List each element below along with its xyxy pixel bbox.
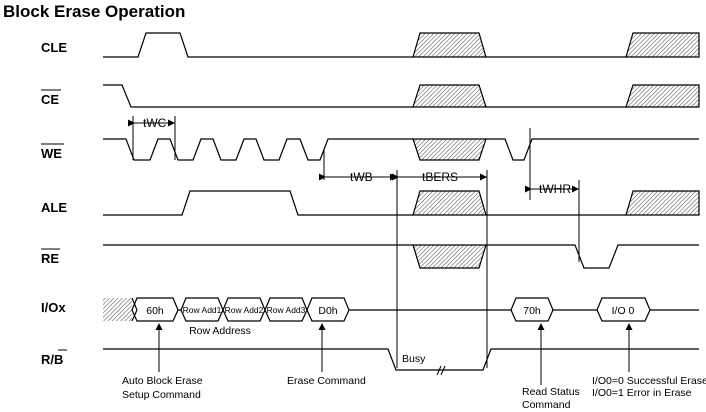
signal-label-cle: CLE xyxy=(41,40,67,55)
signal-label-re: RE xyxy=(41,251,59,266)
io-row-add1-label: Row Add1 xyxy=(183,305,222,315)
io-60h-label: 60h xyxy=(146,305,164,317)
io-cell-60h xyxy=(131,297,179,322)
setup-note-2: Setup Command xyxy=(122,389,201,401)
io-cell-70h xyxy=(510,297,554,322)
io-d0h-label: D0h xyxy=(318,305,337,317)
rb-waveform xyxy=(103,348,699,371)
ale-hatch-1 xyxy=(412,190,487,216)
ale-hatch-2 xyxy=(625,190,700,216)
tbers-label: tBERS xyxy=(422,170,458,184)
re-hatch xyxy=(412,244,487,269)
ale-waveform xyxy=(103,190,626,216)
cle-hatch-2 xyxy=(625,32,700,58)
erase-note: Erase Command xyxy=(287,375,366,387)
rb-break-1 xyxy=(436,365,442,376)
io-io0-label: I/O 0 xyxy=(612,305,635,317)
ce-hatch-1 xyxy=(412,84,487,108)
io-cell-io0 xyxy=(596,297,651,322)
twhr-label: tWHR xyxy=(539,182,571,196)
diagram-title: Block Erase Operation xyxy=(3,2,185,21)
status-note-1: Read Status xyxy=(522,386,580,398)
ce-hatch-2 xyxy=(625,84,700,108)
signal-label-ce: CE xyxy=(41,92,59,107)
setup-note-1: Auto Block Erase xyxy=(122,375,203,387)
twc-label: tWC xyxy=(143,116,167,130)
row-address-label: Row Address xyxy=(189,325,251,337)
io-hatch-start xyxy=(103,298,132,321)
rb-break-2 xyxy=(440,365,446,376)
io-cell-d0h xyxy=(306,297,350,322)
cle-hatch-1 xyxy=(412,32,487,58)
io-row-add3-label: Row Add3 xyxy=(267,305,306,315)
busy-label: Busy xyxy=(402,353,426,365)
ce-waveform xyxy=(103,84,626,108)
signal-label-io: I/Ox xyxy=(41,300,66,315)
re-waveform xyxy=(103,244,699,269)
twb-label: tWB xyxy=(350,170,373,184)
signal-label-ale: ALE xyxy=(41,200,67,215)
signal-label-we: WE xyxy=(41,146,62,161)
we-hatch xyxy=(412,138,487,161)
io-row-add2-label: Row Add2 xyxy=(225,305,264,315)
result-note-1: I/O0=0 Successful Erase xyxy=(592,375,706,387)
we-waveform xyxy=(103,138,699,161)
io-bus-line xyxy=(131,297,699,322)
signal-label-rb: R/B xyxy=(41,352,63,367)
cle-waveform xyxy=(103,32,626,58)
status-note-2: Command xyxy=(522,399,571,411)
io-70h-label: 70h xyxy=(523,305,541,317)
result-note-2: I/O0=1 Error in Erase xyxy=(592,387,692,399)
